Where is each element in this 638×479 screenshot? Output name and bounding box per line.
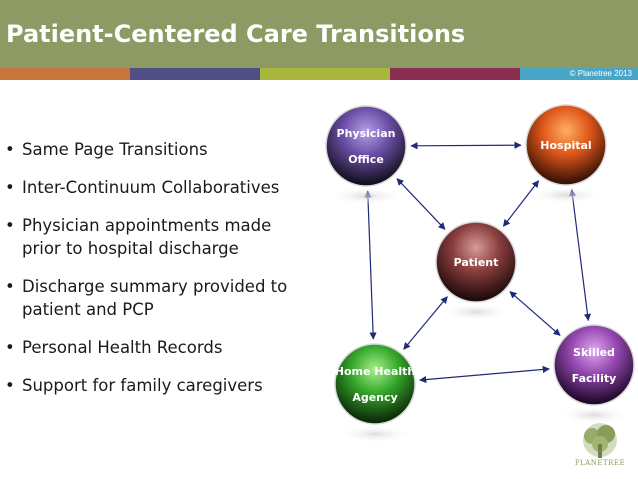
- node-label: Facility: [572, 372, 617, 385]
- edge-hospital-patient: [502, 180, 540, 227]
- edge-physician-home-health: [364, 190, 377, 340]
- node-sphere: [334, 343, 416, 425]
- node-shadow: [528, 186, 604, 204]
- tree-logo-icon: [583, 423, 617, 458]
- node-label: Physician: [337, 127, 396, 140]
- node-label: Skilled: [573, 346, 615, 359]
- node-sphere: [435, 221, 517, 303]
- node-shadow: [337, 425, 413, 443]
- node-label: Patient: [454, 256, 499, 269]
- node-label: Office: [348, 153, 384, 166]
- bullet-item: Discharge summary provided to patient an…: [4, 275, 309, 321]
- bullet-list: Same Page Transitions Inter-Continuum Co…: [4, 138, 309, 412]
- edge-home-health-skilled: [419, 365, 550, 384]
- node-sphere: [325, 105, 407, 187]
- color-stripe: [0, 68, 638, 80]
- node-sphere: [553, 324, 635, 406]
- logo-wordmark: PLANETREE: [574, 459, 626, 467]
- node-patient: Patient: [435, 221, 517, 321]
- bullet-item: Support for family caregivers: [4, 374, 309, 397]
- stripe-segment-maroon: [390, 68, 520, 80]
- stripe-segment-teal: [520, 68, 638, 80]
- bullet-item: Inter-Continuum Collaboratives: [4, 176, 309, 199]
- copyright-notice: © Planetree 2013: [569, 69, 632, 78]
- edges-layer: [364, 141, 592, 384]
- stripe-segment-indigo: [130, 68, 260, 80]
- title-bar: Patient-Centered Care Transitions: [0, 0, 638, 68]
- stripe-segment-orange: [0, 68, 130, 80]
- node-sphere: [525, 104, 607, 186]
- stripe-segment-lime: [260, 68, 390, 80]
- edge-home-health-patient: [403, 296, 448, 350]
- bullet-item: Same Page Transitions: [4, 138, 309, 161]
- slide-title: Patient-Centered Care Transitions: [6, 20, 466, 48]
- node-label: Home Health: [335, 365, 415, 378]
- node-label: Agency: [352, 391, 397, 404]
- node-shadow: [328, 187, 404, 205]
- node-shadow: [556, 406, 632, 424]
- node-shadow: [438, 303, 514, 321]
- bullet-item: Physician appointments made prior to hos…: [4, 214, 309, 260]
- bullet-item: Personal Health Records: [4, 336, 309, 359]
- node-label: Hospital: [540, 139, 591, 152]
- edge-physician-hospital: [410, 141, 522, 150]
- edge-skilled-patient: [509, 291, 561, 336]
- node-hospital: Hospital: [525, 104, 607, 204]
- edge-hospital-skilled: [568, 188, 592, 322]
- edge-physician-patient: [396, 178, 446, 230]
